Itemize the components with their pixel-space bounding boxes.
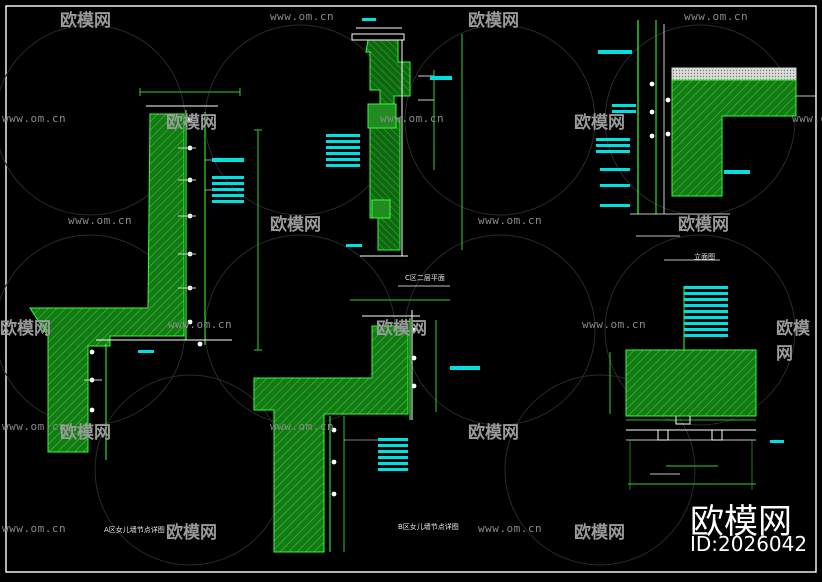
caption-detail-b: B区女儿墙节点详图 <box>398 523 459 531</box>
watermark-brand: 欧模网 <box>60 423 111 443</box>
watermark-site: www.om.cn <box>792 112 822 125</box>
watermark-site: www.om.cn <box>2 420 67 433</box>
detail-right-bottom <box>609 286 784 490</box>
detail-right-bottom-block <box>625 349 757 417</box>
watermark-site: www.om.cn <box>270 10 335 23</box>
watermark-brand: 欧模网 <box>60 11 111 31</box>
caption-plan-c: C区二层平面 <box>405 274 445 282</box>
brand-id: ID:2026042 <box>690 532 808 556</box>
watermark-brand: 欧模网 <box>468 423 519 443</box>
watermark-brand: 欧模网 <box>468 11 519 31</box>
watermark-brand: 欧模网 <box>574 113 625 133</box>
watermark-circles <box>0 24 796 566</box>
watermark-brand: 欧模网 <box>776 319 810 364</box>
watermark-site: www.om.cn <box>478 214 543 227</box>
watermark-brand: 欧模网 <box>166 113 217 133</box>
drawing-frame <box>5 5 817 573</box>
watermark-site: www.om.cn <box>684 10 749 23</box>
detail-b <box>253 299 480 553</box>
watermark-site: www.om.cn <box>68 214 133 227</box>
plan-c <box>326 18 463 287</box>
detail-right-top <box>596 20 816 261</box>
watermark-site: www.om.cn <box>168 318 233 331</box>
caption-detail-a: A区女儿墙节点详图 <box>104 526 165 534</box>
brand-name: 欧模网 <box>690 502 792 542</box>
watermark-site: www.om.cn <box>380 112 445 125</box>
watermark-brand: 欧模网 <box>0 319 51 339</box>
watermark-brand: 欧模网 <box>678 215 729 235</box>
watermark-brand: 欧模网 <box>270 215 321 235</box>
detail-right-top-beam <box>671 79 797 197</box>
watermark-brand: 欧模网 <box>376 319 427 339</box>
detail-a <box>29 88 262 460</box>
watermark-site: www.om.cn <box>270 420 335 433</box>
watermark-site: www.om.cn <box>582 318 647 331</box>
watermark-site: www.om.cn <box>478 522 543 535</box>
watermark-brand: 欧模网 <box>166 523 217 543</box>
detail-a-concrete <box>29 113 185 453</box>
watermark-site: www.om.cn <box>2 112 67 125</box>
plan-c-wall <box>365 39 411 251</box>
watermark-site: www.om.cn <box>2 522 67 535</box>
detail-b-slab <box>253 325 409 553</box>
caption-elevation: 立面图 <box>694 253 715 261</box>
watermark-brand: 欧模网 <box>574 523 625 543</box>
